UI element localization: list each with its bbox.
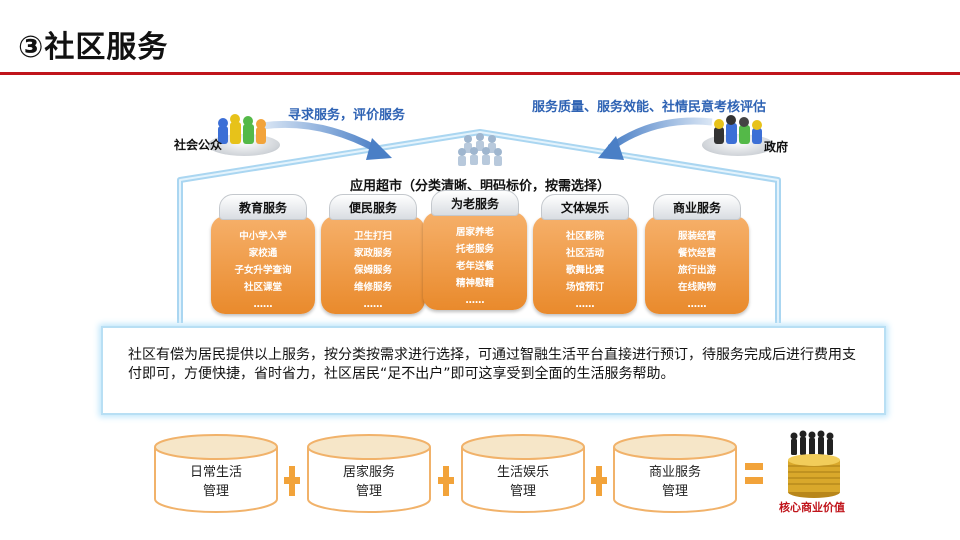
public-party: 社会公众 xyxy=(170,112,280,162)
card-title: 教育服务 xyxy=(219,194,307,220)
card-title: 文体娱乐 xyxy=(541,194,629,220)
plus-icon xyxy=(591,466,607,496)
card-item: …… xyxy=(363,299,383,310)
colorful-figures-icon xyxy=(218,114,266,144)
plus-icon xyxy=(284,466,300,496)
card-item: 保姆服务 xyxy=(353,265,392,276)
right-flow-arrow xyxy=(607,117,713,151)
equals-icon xyxy=(745,463,763,485)
card-item: …… xyxy=(465,295,485,306)
card-item: 卫生打扫 xyxy=(353,231,392,242)
market-title: 应用超市（分类清晰、明码标价，按需选择） xyxy=(349,179,610,194)
card-title: 为老服务 xyxy=(431,190,519,216)
category-card-convenience: 卫生打扫 家政服务 保姆服务 维修服务 …… 便民服务 xyxy=(321,194,425,316)
cylinder-label-line2: 管理 xyxy=(355,484,382,499)
flow-text-left: 寻求服务，评价服务 xyxy=(288,108,406,123)
card-item: 家政服务 xyxy=(353,248,392,259)
card-title: 便民服务 xyxy=(329,194,417,220)
title-divider xyxy=(0,72,960,75)
cylinder-shape xyxy=(307,434,431,513)
category-card-entertainment: 社区影院 社区活动 歌舞比赛 场馆预订 …… 文体娱乐 xyxy=(533,194,637,316)
coins-business-people-icon xyxy=(788,430,840,498)
cylinder-label-line1: 居家服务 xyxy=(342,465,395,480)
category-card-elderly: 居家养老 托老服务 老年送餐 精神慰藉 …… 为老服务 xyxy=(423,190,527,312)
card-item: 餐饮经营 xyxy=(677,248,716,259)
card-title: 商业服务 xyxy=(653,194,741,220)
card-item: 子女升学查询 xyxy=(234,265,292,276)
result-label: 核心商业价值 xyxy=(779,501,845,514)
management-cylinder-commerce: 商业服务 管理 xyxy=(612,433,738,515)
public-label: 社会公众 xyxy=(174,138,223,152)
government-figures-icon xyxy=(714,115,762,144)
card-item: 歌舞比赛 xyxy=(565,265,604,276)
card-item: 维修服务 xyxy=(353,282,392,293)
card-item: 居家养老 xyxy=(455,227,494,238)
cylinder-shape xyxy=(613,434,737,513)
card-item: …… xyxy=(253,299,273,310)
management-cylinder-daily-life: 日常生活 管理 xyxy=(153,433,279,515)
people-cluster-icon xyxy=(458,133,502,166)
house-diagram-graphic xyxy=(177,117,781,323)
government-party: 政府 xyxy=(700,112,810,162)
description-text: 社区有偿为居民提供以上服务，按分类按需求进行选择，可通过智融生活平台直接进行预订… xyxy=(128,347,856,382)
card-item: 社区影院 xyxy=(565,231,604,242)
card-item: 中小学入学 xyxy=(239,231,287,242)
card-item: 在线购物 xyxy=(677,282,716,293)
cylinder-shape xyxy=(461,434,585,513)
category-card-commerce: 服装经营 餐饮经营 旅行出游 在线购物 …… 商业服务 xyxy=(645,194,749,316)
cylinder-shape xyxy=(154,434,278,513)
page-title: ③社区服务 xyxy=(18,30,169,65)
card-item: …… xyxy=(575,299,595,310)
management-cylinder-home-service: 居家服务 管理 xyxy=(306,433,432,515)
card-item: 场馆预订 xyxy=(565,282,604,293)
cylinder-label-line1: 商业服务 xyxy=(648,465,701,480)
card-item: 托老服务 xyxy=(455,244,494,255)
management-cylinder-entertainment: 生活娱乐 管理 xyxy=(460,433,586,515)
card-item: 老年送餐 xyxy=(455,261,494,272)
category-card-education: 中小学入学 家校通 子女升学查询 社区课堂 …… 教育服务 xyxy=(211,194,315,316)
left-flow-arrow xyxy=(261,120,380,154)
card-item: 服装经营 xyxy=(677,231,716,242)
government-label: 政府 xyxy=(764,140,789,154)
card-item: 精神慰藉 xyxy=(455,278,494,289)
card-item: 旅行出游 xyxy=(677,265,716,276)
card-item: 家校通 xyxy=(248,248,278,259)
cylinder-label-line1: 日常生活 xyxy=(189,465,242,480)
card-item: …… xyxy=(687,299,707,310)
cylinder-label-line1: 生活娱乐 xyxy=(496,465,549,480)
card-item: 社区课堂 xyxy=(243,282,282,293)
card-item: 社区活动 xyxy=(565,248,604,259)
flow-text-right: 服务质量、服务效能、社情民意考核评估 xyxy=(532,100,767,115)
description-box xyxy=(101,326,886,415)
cylinder-label-line2: 管理 xyxy=(202,484,229,499)
plus-icon xyxy=(438,466,454,496)
cylinder-label-line2: 管理 xyxy=(661,484,688,499)
cylinder-label-line2: 管理 xyxy=(509,484,536,499)
